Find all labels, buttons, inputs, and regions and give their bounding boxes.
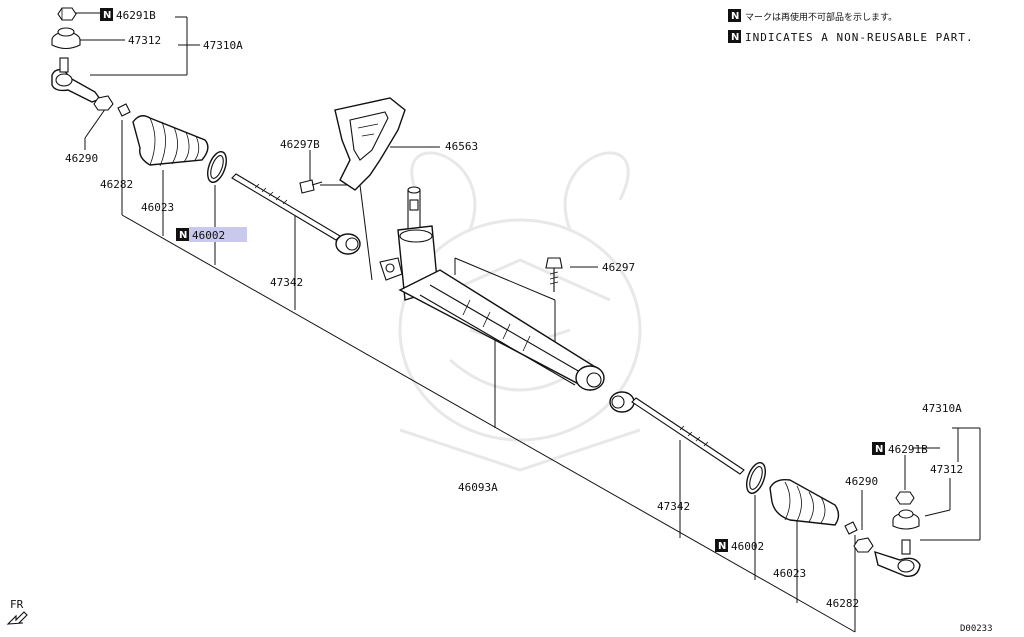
- front-direction-indicator: FR: [6, 598, 28, 625]
- boot-cap-47312-bottom: [892, 509, 920, 530]
- svg-text:N: N: [731, 11, 739, 22]
- label-46291b-bottom: 46291B: [888, 443, 928, 456]
- label-47310a-bottom: 47310A: [922, 402, 962, 415]
- legend-notes: N マークは再使用不可部品を示します。 N INDICATES A NON-RE…: [728, 9, 974, 44]
- label-47342-top: 47342: [270, 276, 303, 289]
- svg-text:N: N: [103, 10, 111, 21]
- label-46297: 46297: [602, 261, 635, 274]
- label-47312-bottom: 47312: [930, 463, 963, 476]
- nut-46290-bottom: [853, 537, 874, 553]
- watermark-logo: [398, 151, 642, 472]
- label-46282-bottom: 46282: [826, 597, 859, 610]
- boot-46023-bottom: [769, 478, 840, 526]
- bolt-46297b: [299, 179, 323, 194]
- boot-cap-47312-top: [51, 27, 81, 50]
- svg-text:N: N: [875, 444, 883, 455]
- label-46023-bottom: 46023: [773, 567, 806, 580]
- nut-46291b-bottom: [895, 491, 915, 505]
- nut-46290-top: [93, 95, 114, 111]
- label-46297b: 46297B: [280, 138, 320, 151]
- label-46290-bottom: 46290: [845, 475, 878, 488]
- svg-text:マークは再使用不可部品を示します。: マークは再使用不可部品を示します。: [745, 11, 897, 23]
- nut-46291b-top: [57, 7, 77, 21]
- boot-46023-top: [132, 115, 209, 167]
- svg-text:INDICATES A NON-REUSABLE PART.: INDICATES A NON-REUSABLE PART.: [745, 31, 974, 44]
- clip-46282-top: [117, 103, 131, 117]
- clamp-ring-46002-top: [207, 151, 227, 183]
- leader-lines: [75, 12, 981, 633]
- label-46002-top: 46002: [192, 229, 225, 242]
- diagram-code: D00233: [960, 624, 993, 634]
- svg-text:N: N: [179, 230, 187, 241]
- fr-label: FR: [10, 598, 24, 611]
- bracket-46563: [334, 97, 406, 191]
- label-46290-top: 46290: [65, 152, 98, 165]
- tie-rod-47342-top: [231, 173, 361, 255]
- fr-arrow-icon: [6, 611, 28, 625]
- label-47342-bottom: 47342: [657, 500, 690, 513]
- svg-text:N: N: [718, 541, 726, 552]
- rack-housing-46093a: [379, 186, 605, 391]
- bolt-46297: [545, 257, 563, 292]
- labels: N 46291B 47312 47310A 46290 46282 46023 …: [65, 8, 963, 610]
- label-46282-top: 46282: [100, 178, 133, 191]
- label-46093a: 46093A: [458, 481, 498, 494]
- tie-rod-end-47310a-top: [51, 57, 102, 103]
- tie-rod-end-47310a-bottom: [874, 539, 921, 577]
- clip-46282-bottom: [844, 521, 858, 535]
- tie-rod-47342-bottom: [609, 391, 745, 475]
- label-47310a-top: 47310A: [203, 39, 243, 52]
- label-46023-top: 46023: [141, 201, 174, 214]
- label-47312-top: 47312: [128, 34, 161, 47]
- svg-text:N: N: [731, 32, 739, 43]
- label-46291b-top: 46291B: [116, 9, 156, 22]
- label-46002-bottom: 46002: [731, 540, 764, 553]
- clamp-ring-46002-bottom: [746, 462, 766, 494]
- label-46563: 46563: [445, 140, 478, 153]
